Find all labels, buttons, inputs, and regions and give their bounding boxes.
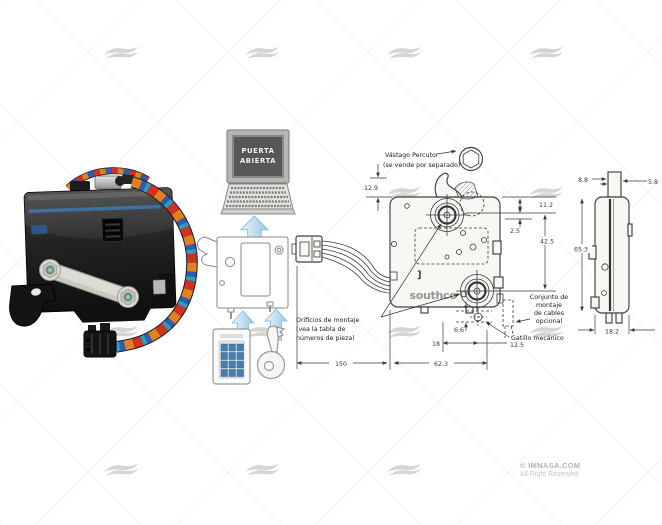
imnasa-wave-logo <box>104 46 138 59</box>
cable-assembly-callout: Conjunto de montaje de cables opcional <box>515 294 568 325</box>
front-view: southco ] <box>291 172 514 338</box>
side-bracket <box>152 279 166 295</box>
lever-arm <box>39 259 139 308</box>
dimension-2-5: 2.5 <box>510 228 520 235</box>
dimension-62-3: 62.3 <box>434 361 448 368</box>
cable-label-line4: opcional <box>536 318 563 325</box>
imnasa-wave-logo <box>245 463 279 476</box>
latch-body <box>23 187 177 323</box>
side-stem <box>607 171 622 198</box>
key <box>256 325 286 380</box>
drawing-connector <box>291 235 323 263</box>
top-clip <box>70 181 90 193</box>
striker-callout: Vástago Percutor (se vende por separado) <box>383 146 484 172</box>
small-knob <box>122 175 134 184</box>
imnasa-wave-logo <box>387 46 421 59</box>
mounting-label-line3: números de pieza) <box>296 334 355 342</box>
edge-clip <box>493 276 504 289</box>
lower-bushing <box>456 270 498 312</box>
dimension-42-5: 42.5 <box>540 239 554 246</box>
dimension-150: 150 <box>335 361 347 368</box>
side-view <box>588 171 633 324</box>
wire-connector <box>83 323 117 358</box>
trigger-callout: Gatillo mecánico <box>485 321 564 342</box>
product-photo <box>9 167 198 358</box>
technical-drawing: southco ] Vástago Percutor (se vende por… <box>291 146 658 370</box>
striker-label-line1: Vástago Percutor <box>385 151 439 159</box>
laptop-screen <box>234 137 282 176</box>
mounting-holes-callout: Orificios de montaje (vea la tabla de nú… <box>296 223 461 342</box>
brand-label: southco <box>409 289 457 302</box>
imnasa-wave-logo <box>387 325 421 338</box>
cable-label-line2: montaje <box>536 302 562 309</box>
cable-assembly-dashed <box>502 299 514 338</box>
copyright-line2: All Right Reserved <box>520 471 578 478</box>
striker-bushing <box>426 194 468 236</box>
blue-tab <box>31 224 48 235</box>
pawl-hatched <box>454 181 479 200</box>
dimension-6-6: 6.6 <box>454 327 464 334</box>
drawing-wires <box>321 240 391 294</box>
small-mounting-hole <box>460 290 468 298</box>
keypad <box>212 328 251 385</box>
latch-claw <box>9 283 57 327</box>
edge-clip <box>492 240 502 255</box>
infographic: PUERTA ABIERTA <box>197 129 296 385</box>
dimension-18-2: 18.2 <box>605 329 619 336</box>
imnasa-wave-logo <box>529 46 563 59</box>
imnasa-wave-logo <box>387 463 421 476</box>
dimension-12-5: 12.5 <box>510 342 524 349</box>
copyright-line1: © IMNASA.COM <box>520 461 581 470</box>
dimension-5-8: 5.8 <box>648 179 658 186</box>
bracket-mark: ] <box>417 270 422 281</box>
hex-screw <box>117 286 139 308</box>
dimension-12-9: 12.9 <box>364 185 378 192</box>
copyright: © IMNASA.COM All Right Reserved <box>520 461 580 479</box>
striker-label-line2: (se vende por separado) <box>383 162 460 169</box>
mounting-label-line2: (vea la tabla de <box>296 326 345 333</box>
laptop-screen-line1: PUERTA <box>241 147 274 155</box>
dimension-18: 18 <box>432 341 440 348</box>
laptop-screen-line2: ABIERTA <box>240 157 276 165</box>
dimension-11-2: 11.2 <box>539 202 553 209</box>
imnasa-wave-logo <box>104 463 138 476</box>
side-body <box>594 196 630 314</box>
dimension-8-8: 8.8 <box>578 177 588 184</box>
pawl-dashed <box>459 191 485 217</box>
solenoid-dashed <box>414 227 489 265</box>
cable-label-line3: de cables <box>534 310 564 317</box>
wire-harness <box>114 176 198 353</box>
trigger-label: Gatillo mecánico <box>511 334 564 342</box>
laptop: PUERTA ABIERTA <box>220 129 296 215</box>
cable-label-line1: Conjunto de <box>530 294 568 301</box>
latch-outline-drawing <box>197 236 289 319</box>
imnasa-wave-logo <box>245 46 279 59</box>
dimensions-front: 12.9 11.2 2.5 42.5 <box>296 164 558 370</box>
mechanical-trigger-pin <box>470 308 487 326</box>
mounting-label-line1: Orificios de montaje <box>296 317 360 324</box>
dimensions-side: 8.8 5.8 65.3 18.2 <box>571 177 658 336</box>
hex-screw <box>39 259 61 281</box>
blue-label-strip <box>28 204 161 213</box>
dimension-65-3: 65.3 <box>574 247 588 254</box>
